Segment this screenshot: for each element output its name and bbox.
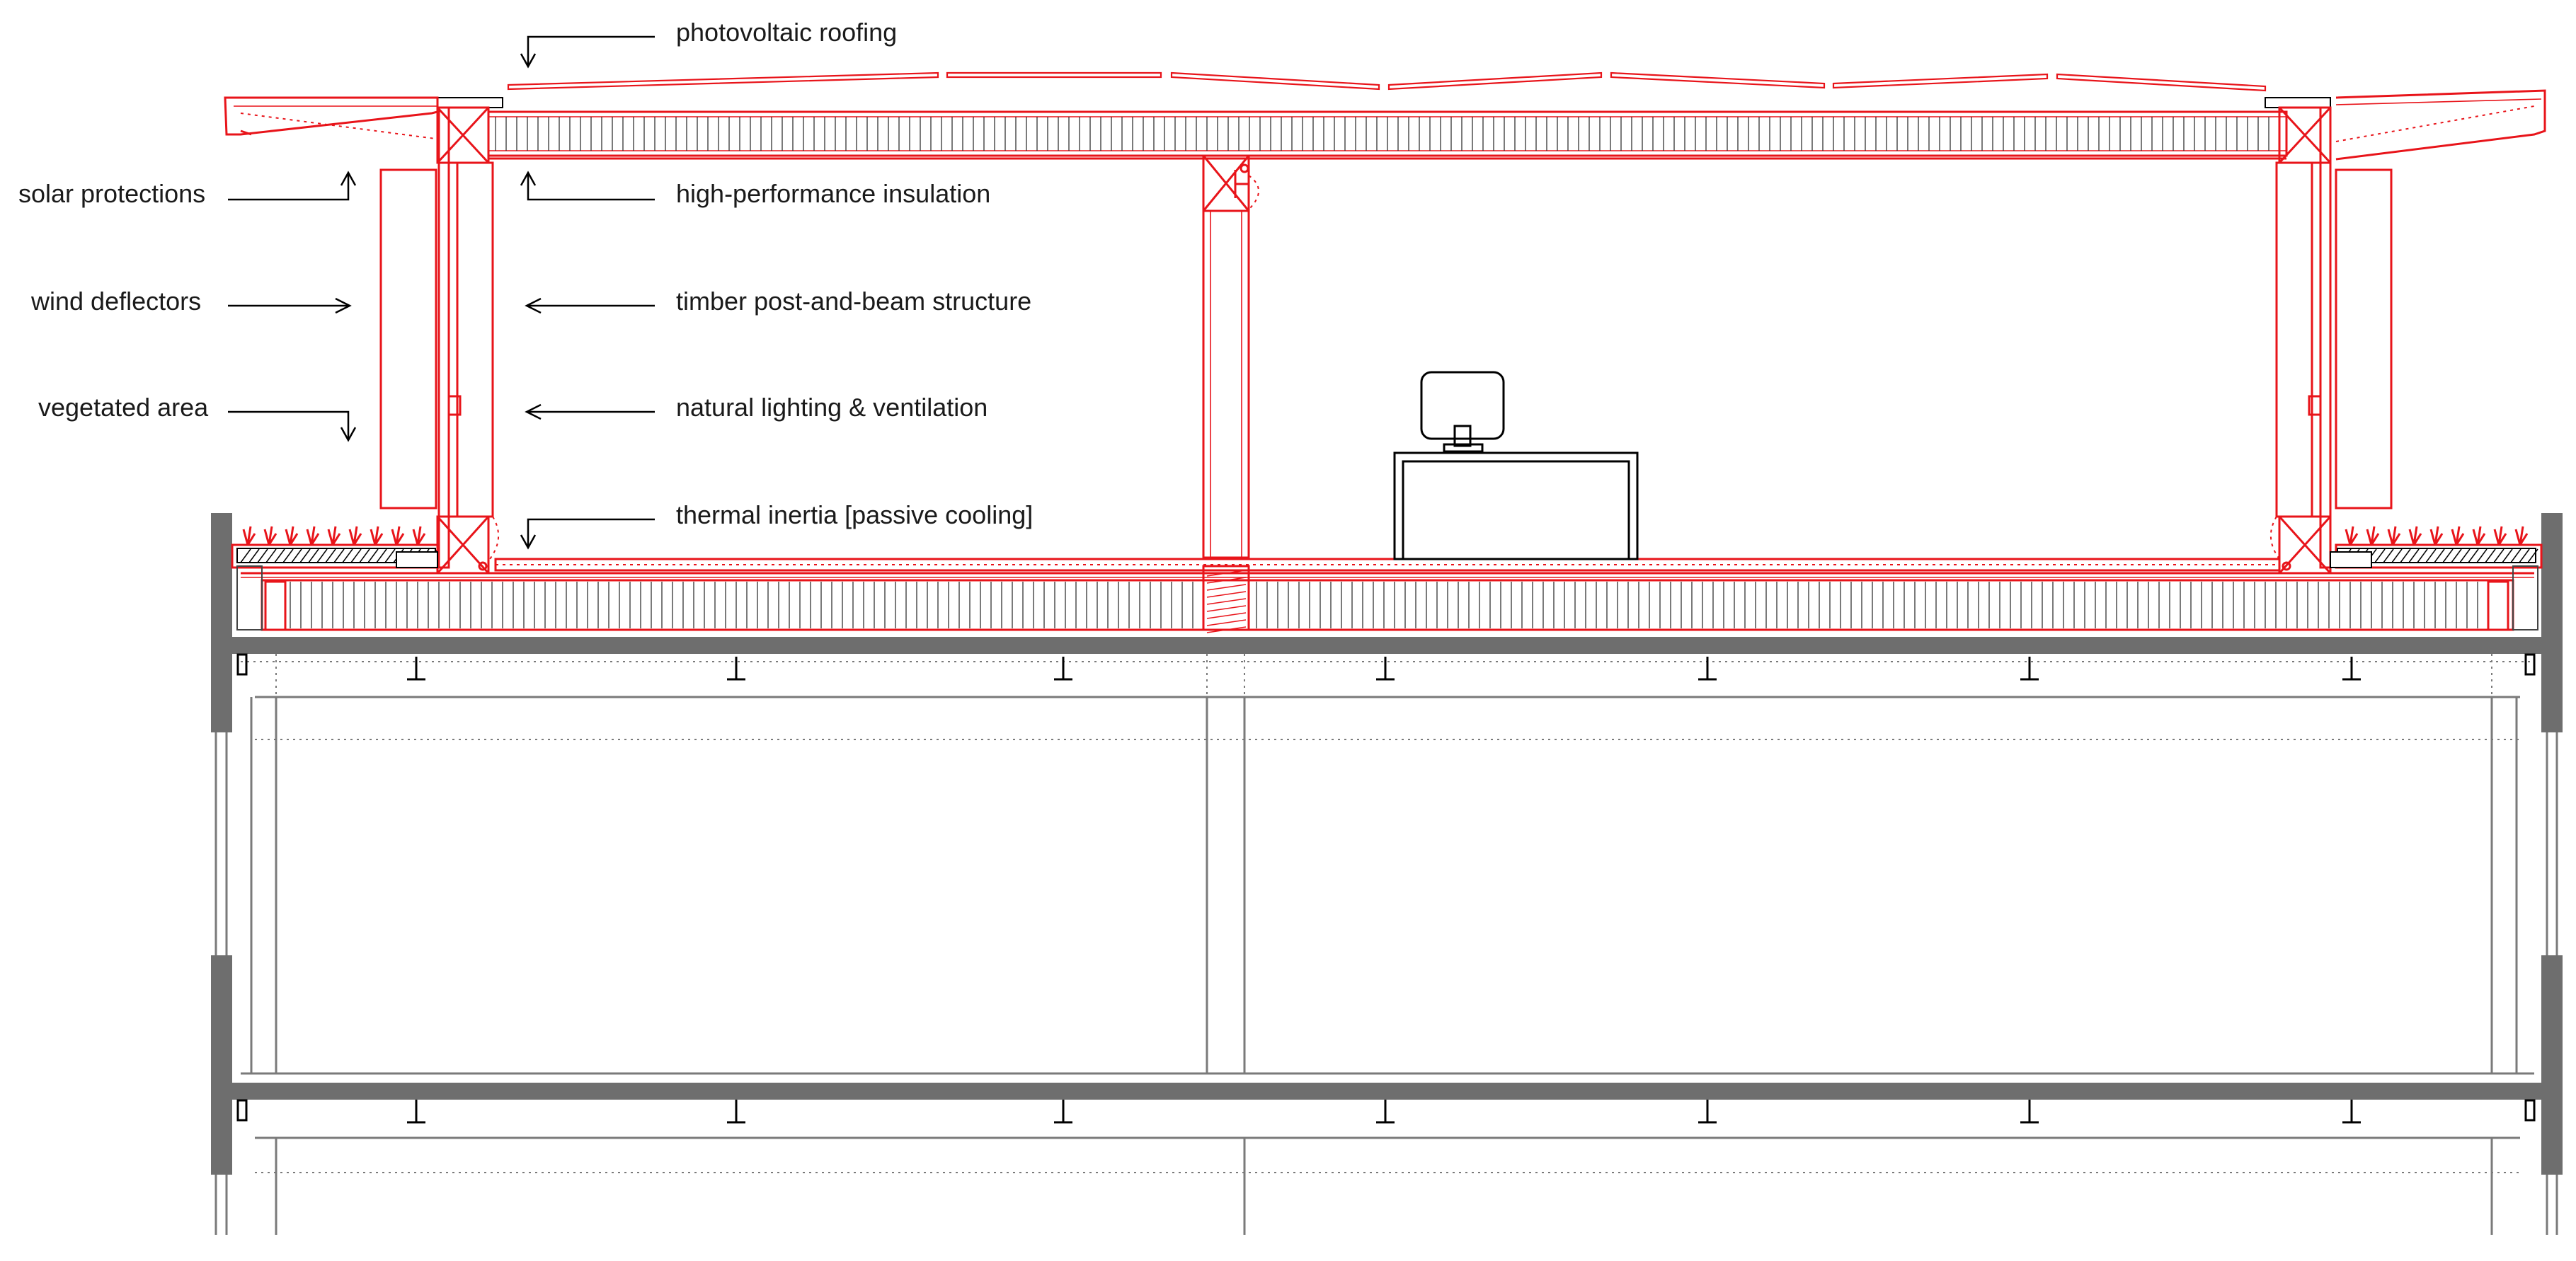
pv-panel bbox=[1610, 71, 1826, 89]
vegetated-area-plants bbox=[242, 526, 2529, 546]
plant bbox=[327, 526, 341, 546]
existing-wall-left-lower bbox=[211, 955, 232, 1175]
pv-panel bbox=[507, 71, 939, 91]
annotation-vegetated-area: vegetated area bbox=[38, 393, 357, 442]
existing-building bbox=[211, 513, 2563, 1235]
timber-post-center bbox=[1202, 154, 1259, 633]
plant bbox=[2345, 526, 2359, 546]
label-timber-structure: timber post-and-beam structure bbox=[676, 287, 1031, 316]
label-photovoltaic-roofing: photovoltaic roofing bbox=[676, 18, 897, 47]
plant bbox=[2387, 526, 2401, 546]
solar-screen-right bbox=[2335, 168, 2393, 509]
solar-screen-left bbox=[379, 168, 437, 509]
timber-post-left bbox=[436, 106, 500, 575]
floor-insulation-band bbox=[261, 579, 2514, 631]
plant bbox=[370, 526, 384, 546]
plant bbox=[2514, 526, 2529, 546]
roof-insulation-ribs bbox=[495, 117, 2280, 151]
label-solar-protections: solar protections bbox=[18, 179, 205, 208]
plant bbox=[263, 526, 277, 546]
pv-panel bbox=[1832, 73, 2049, 89]
timber-post-right bbox=[2269, 106, 2332, 575]
existing-roof-slab bbox=[232, 637, 2541, 654]
rooftop-extension bbox=[224, 71, 2546, 633]
roof-buildup bbox=[224, 89, 2546, 161]
plant bbox=[2429, 526, 2444, 546]
label-natural-lighting: natural lighting & ventilation bbox=[676, 393, 988, 422]
plant bbox=[2472, 526, 2486, 546]
label-thermal-inertia: thermal inertia [passive cooling] bbox=[676, 500, 1033, 529]
annotation-photovoltaic-roofing: photovoltaic roofing bbox=[520, 18, 897, 69]
annotation-thermal-inertia: thermal inertia [passive cooling] bbox=[520, 500, 1033, 550]
roof-overhang-left bbox=[224, 96, 439, 136]
floor-buildup bbox=[231, 543, 2543, 631]
label-wind-deflectors: wind deflectors bbox=[30, 287, 201, 316]
pv-panel bbox=[946, 71, 1162, 79]
floor-insulation-ribs bbox=[290, 582, 2478, 628]
annotation-solar-protections: solar protections bbox=[18, 171, 357, 208]
plant bbox=[285, 526, 299, 546]
desk-with-monitor bbox=[1393, 371, 1639, 560]
annotation-natural-lighting: natural lighting & ventilation bbox=[525, 393, 988, 422]
plant bbox=[306, 526, 320, 546]
annotation-high-performance-insulation: high-performance insulation bbox=[520, 171, 990, 208]
annotations: solar protections wind deflectors vegeta… bbox=[18, 18, 1033, 550]
plant bbox=[391, 526, 405, 546]
existing-wall-left-upper bbox=[211, 513, 232, 732]
pv-panel bbox=[2056, 73, 2267, 92]
plant bbox=[2451, 526, 2465, 546]
plant bbox=[242, 526, 256, 546]
pv-panel bbox=[1387, 71, 1603, 91]
plant bbox=[348, 526, 362, 546]
terrace-hatching bbox=[240, 548, 2538, 563]
steel-beams-upper bbox=[407, 657, 2361, 681]
label-high-performance-insulation: high-performance insulation bbox=[676, 179, 990, 208]
steel-beams-lower bbox=[407, 1100, 2361, 1124]
existing-floor-slab bbox=[232, 1083, 2541, 1100]
annotation-wind-deflectors: wind deflectors bbox=[30, 287, 352, 316]
photovoltaic-panels bbox=[507, 71, 2267, 92]
annotation-timber-structure: timber post-and-beam structure bbox=[525, 287, 1031, 316]
plant bbox=[2366, 526, 2380, 546]
plant bbox=[2493, 526, 2507, 546]
roof-overhang-right bbox=[2335, 89, 2546, 161]
plant bbox=[412, 526, 426, 546]
pv-panel bbox=[1170, 71, 1380, 91]
label-vegetated-area: vegetated area bbox=[38, 393, 209, 422]
plant bbox=[2408, 526, 2422, 546]
existing-wall-right-upper bbox=[2541, 513, 2563, 732]
existing-wall-right-lower bbox=[2541, 955, 2563, 1175]
